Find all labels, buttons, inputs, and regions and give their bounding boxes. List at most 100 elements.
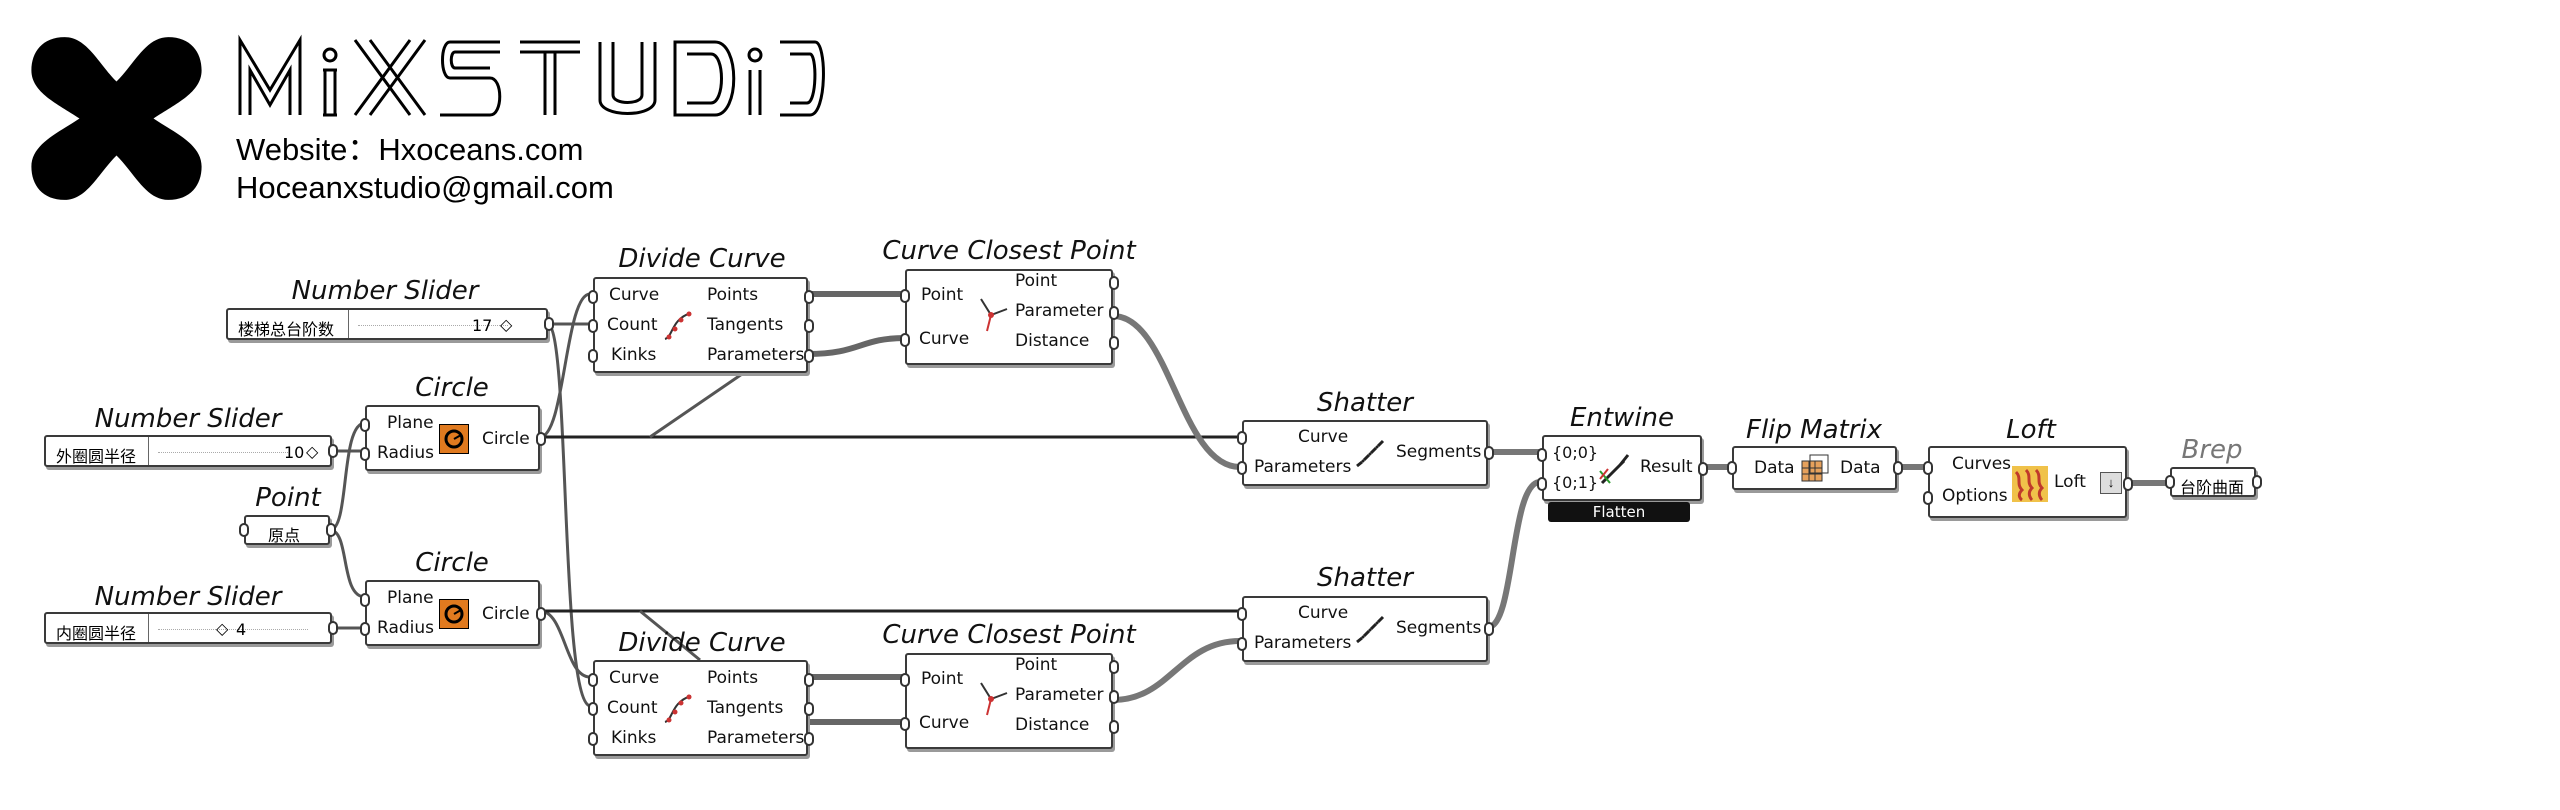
- number-slider-steps[interactable]: 楼梯总台阶数 17 ◇: [226, 308, 554, 340]
- brand-wordmark: [235, 30, 825, 120]
- slider1-title: Number Slider: [291, 276, 479, 306]
- slider3-title: Number Slider: [94, 582, 282, 612]
- loft-component[interactable]: Curves Options Loft ↓: [1923, 446, 2133, 518]
- divide-bottom-port-curve[interactable]: [588, 673, 598, 687]
- ccp-top-component[interactable]: Point Curve Point Parameter Distance: [900, 269, 1119, 365]
- wire-slider1-divide-bottom: [546, 322, 591, 708]
- circle-top-port-circle[interactable]: [536, 432, 546, 446]
- ccp-bottom-port-parameter[interactable]: [1109, 690, 1119, 704]
- ccp-top-port-distance[interactable]: [1109, 336, 1119, 350]
- brep-input-port[interactable]: [2165, 475, 2175, 489]
- slider2-title: Number Slider: [94, 404, 282, 434]
- divide-top-port-count[interactable]: [588, 319, 598, 333]
- ccp-top-port-out-point[interactable]: [1109, 276, 1119, 290]
- slider1-handle-icon[interactable]: ◇: [500, 315, 513, 334]
- wire-point-circle-top: [329, 421, 366, 532]
- slider1-output-port[interactable]: [544, 317, 554, 331]
- shatter-bottom-port-parameters[interactable]: [1237, 637, 1247, 651]
- divide-top-port-curve[interactable]: [588, 290, 598, 304]
- circle-bottom-port-plane[interactable]: [360, 593, 370, 607]
- circle-bottom-port-circle[interactable]: [536, 607, 546, 621]
- divide-top-port-points[interactable]: [804, 290, 814, 304]
- ccp-top-port-point[interactable]: [900, 289, 910, 303]
- slider2-handle-icon[interactable]: ◇: [306, 442, 319, 461]
- divide-curve-bottom-component[interactable]: Curve Count Kinks Points Tangents Parame…: [588, 660, 814, 756]
- shatter-bottom-component[interactable]: Curve Parameters Segments: [1237, 596, 1494, 662]
- divide-bottom-input-count: Count: [607, 698, 658, 718]
- flatten-flag[interactable]: Flatten: [1548, 502, 1690, 522]
- entwine-component[interactable]: {0;0} {0;1} Result: [1537, 435, 1708, 501]
- flip-matrix-component[interactable]: Data Data: [1727, 446, 1903, 490]
- flip-port-in[interactable]: [1727, 461, 1737, 475]
- website-text: Website：Hxoceans.com: [236, 132, 584, 167]
- divide-bottom-title: Divide Curve: [618, 628, 786, 658]
- circle-bottom-input-radius: Radius: [377, 618, 435, 638]
- point-param[interactable]: 原点: [239, 515, 336, 545]
- circle-bottom-input-plane: Plane: [387, 588, 434, 608]
- divide-bottom-output-parameters: Parameters: [707, 728, 805, 748]
- slider2-output-port[interactable]: [328, 444, 338, 458]
- brep-output-port[interactable]: [2252, 475, 2262, 489]
- circle-top-port-radius[interactable]: [360, 447, 370, 461]
- divide-bottom-port-points[interactable]: [804, 673, 814, 687]
- divide-bottom-port-count[interactable]: [588, 702, 598, 716]
- wire-circlebottom-ccp-bottom: [639, 609, 701, 662]
- divide-top-port-kinks[interactable]: [588, 349, 598, 363]
- shatter-top-port-segments[interactable]: [1484, 446, 1494, 460]
- flip-port-out[interactable]: [1893, 461, 1903, 475]
- circle-icon: [439, 424, 469, 454]
- ccp-bottom-port-point[interactable]: [900, 673, 910, 687]
- shatter-top-port-curve[interactable]: [1237, 431, 1247, 445]
- point-output-port[interactable]: [326, 523, 336, 537]
- number-slider-inner-radius[interactable]: 内圈圆半径 ◇ 4: [44, 612, 338, 644]
- ccp-bottom-port-curve[interactable]: [900, 717, 910, 731]
- divide-bottom-port-parameters[interactable]: [804, 732, 814, 746]
- brep-param[interactable]: 台阶曲面: [2165, 467, 2262, 497]
- loft-port-options[interactable]: [1923, 491, 1933, 505]
- divide-bottom-input-kinks: Kinks: [611, 728, 657, 748]
- wire-shatterbot-entwine: [1487, 479, 1541, 630]
- divide-bottom-port-tangents[interactable]: [804, 702, 814, 716]
- divide-top-title: Divide Curve: [618, 244, 786, 274]
- circle-bottom-port-radius[interactable]: [360, 622, 370, 636]
- circle-top-title: Circle: [415, 373, 489, 403]
- point-title: Point: [255, 483, 321, 513]
- ccp-bottom-output-parameter: Parameter: [1015, 685, 1104, 705]
- circle-top-component[interactable]: Plane Radius Circle: [360, 405, 546, 471]
- shatter-bottom-port-curve[interactable]: [1237, 607, 1247, 621]
- ccp-top-port-parameter[interactable]: [1109, 306, 1119, 320]
- divide-top-port-parameters[interactable]: [804, 349, 814, 363]
- brep-title: Brep: [2181, 435, 2243, 465]
- ccp-top-port-curve[interactable]: [900, 333, 910, 347]
- entwine-port-1[interactable]: [1537, 477, 1547, 491]
- divide-bottom-port-kinks[interactable]: [588, 732, 598, 746]
- shatter-top-port-parameters[interactable]: [1237, 461, 1247, 475]
- ccp-bottom-component[interactable]: Point Curve Point Parameter Distance: [900, 653, 1119, 749]
- shatter-top-component[interactable]: Curve Parameters Segments: [1237, 420, 1494, 486]
- divide-top-input-kinks: Kinks: [611, 345, 657, 365]
- ccp-top-output-parameter: Parameter: [1015, 301, 1104, 321]
- slider3-handle-icon[interactable]: ◇: [216, 619, 229, 638]
- slider3-output-port[interactable]: [328, 621, 338, 635]
- shatter-bottom-port-segments[interactable]: [1484, 622, 1494, 636]
- shatter-bottom-title: Shatter: [1317, 563, 1413, 593]
- circle-top-port-plane[interactable]: [360, 418, 370, 432]
- circle-bottom-component[interactable]: Plane Radius Circle: [360, 580, 546, 646]
- loft-port-curves[interactable]: [1923, 461, 1933, 475]
- ccp-bottom-port-distance[interactable]: [1109, 720, 1119, 734]
- entwine-title: Entwine: [1569, 403, 1675, 433]
- point-input-port[interactable]: [239, 523, 249, 537]
- loft-options-icon[interactable]: ↓: [2100, 472, 2122, 494]
- ccp-top-output-point: Point: [1015, 271, 1058, 291]
- divide-top-output-points: Points: [707, 285, 759, 305]
- ccp-bottom-port-out-point[interactable]: [1109, 660, 1119, 674]
- divide-curve-top-component[interactable]: Curve Count Kinks Points Tangents Parame…: [588, 277, 814, 373]
- wire-circletop-divide-top: [539, 292, 591, 439]
- entwine-port-result[interactable]: [1698, 462, 1708, 476]
- divide-top-port-tangents[interactable]: [804, 319, 814, 333]
- flip-input-data: Data: [1754, 458, 1795, 478]
- number-slider-outer-radius[interactable]: 外圈圆半径 10 ◇: [44, 435, 338, 467]
- divide-bottom-input-curve: Curve: [609, 668, 660, 688]
- entwine-port-0[interactable]: [1537, 448, 1547, 462]
- loft-port-out[interactable]: [2123, 477, 2133, 491]
